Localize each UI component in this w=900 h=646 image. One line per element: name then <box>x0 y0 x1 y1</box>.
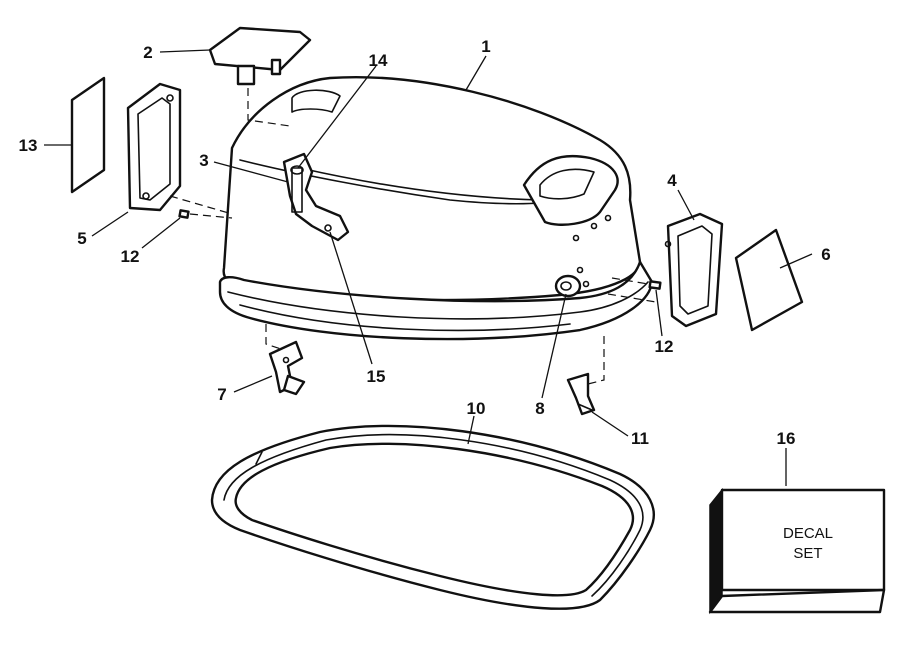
seal-ring-part-10 <box>210 424 655 610</box>
screw-part-12-left <box>178 209 233 219</box>
screw-part-12-right <box>607 277 662 303</box>
callout-4: 4 <box>667 171 677 190</box>
callout-13: 13 <box>19 136 38 155</box>
callout-3: 3 <box>199 151 208 170</box>
callout-1: 1 <box>481 37 490 56</box>
callout-16: 16 <box>777 429 796 448</box>
callout-8: 8 <box>535 399 544 418</box>
callout-7: 7 <box>217 385 226 404</box>
plate-part-13 <box>70 76 106 194</box>
decal-label-line1: DECAL <box>783 525 833 542</box>
callout-6: 6 <box>821 245 830 264</box>
bracket-part-7 <box>265 324 306 396</box>
engine-cover-part-1 <box>218 76 654 341</box>
callout-2: 2 <box>143 43 152 62</box>
leader-lines <box>44 49 813 486</box>
decal-set-box-part-16: DECAL SET <box>708 487 886 615</box>
plug-cap-part-2 <box>208 26 312 127</box>
callout-12-left: 12 <box>121 247 140 266</box>
plate-part-6 <box>734 228 804 332</box>
callout-labels: 1 2 3 4 5 6 7 8 10 11 12 12 13 14 15 16 <box>19 37 831 448</box>
decal-label-line2: SET <box>793 545 822 562</box>
latch-bracket-parts-3-14-15 <box>282 152 350 242</box>
frame-part-4 <box>664 212 724 328</box>
grommet-part-8 <box>554 274 582 298</box>
callout-12-right: 12 <box>655 337 674 356</box>
callout-15: 15 <box>367 367 386 386</box>
callout-11: 11 <box>631 429 649 448</box>
callout-10: 10 <box>467 399 486 418</box>
callout-5: 5 <box>77 229 86 248</box>
bracket-part-11 <box>566 336 605 416</box>
callout-14: 14 <box>369 51 388 70</box>
bracket-frame-part-5 <box>126 82 233 215</box>
